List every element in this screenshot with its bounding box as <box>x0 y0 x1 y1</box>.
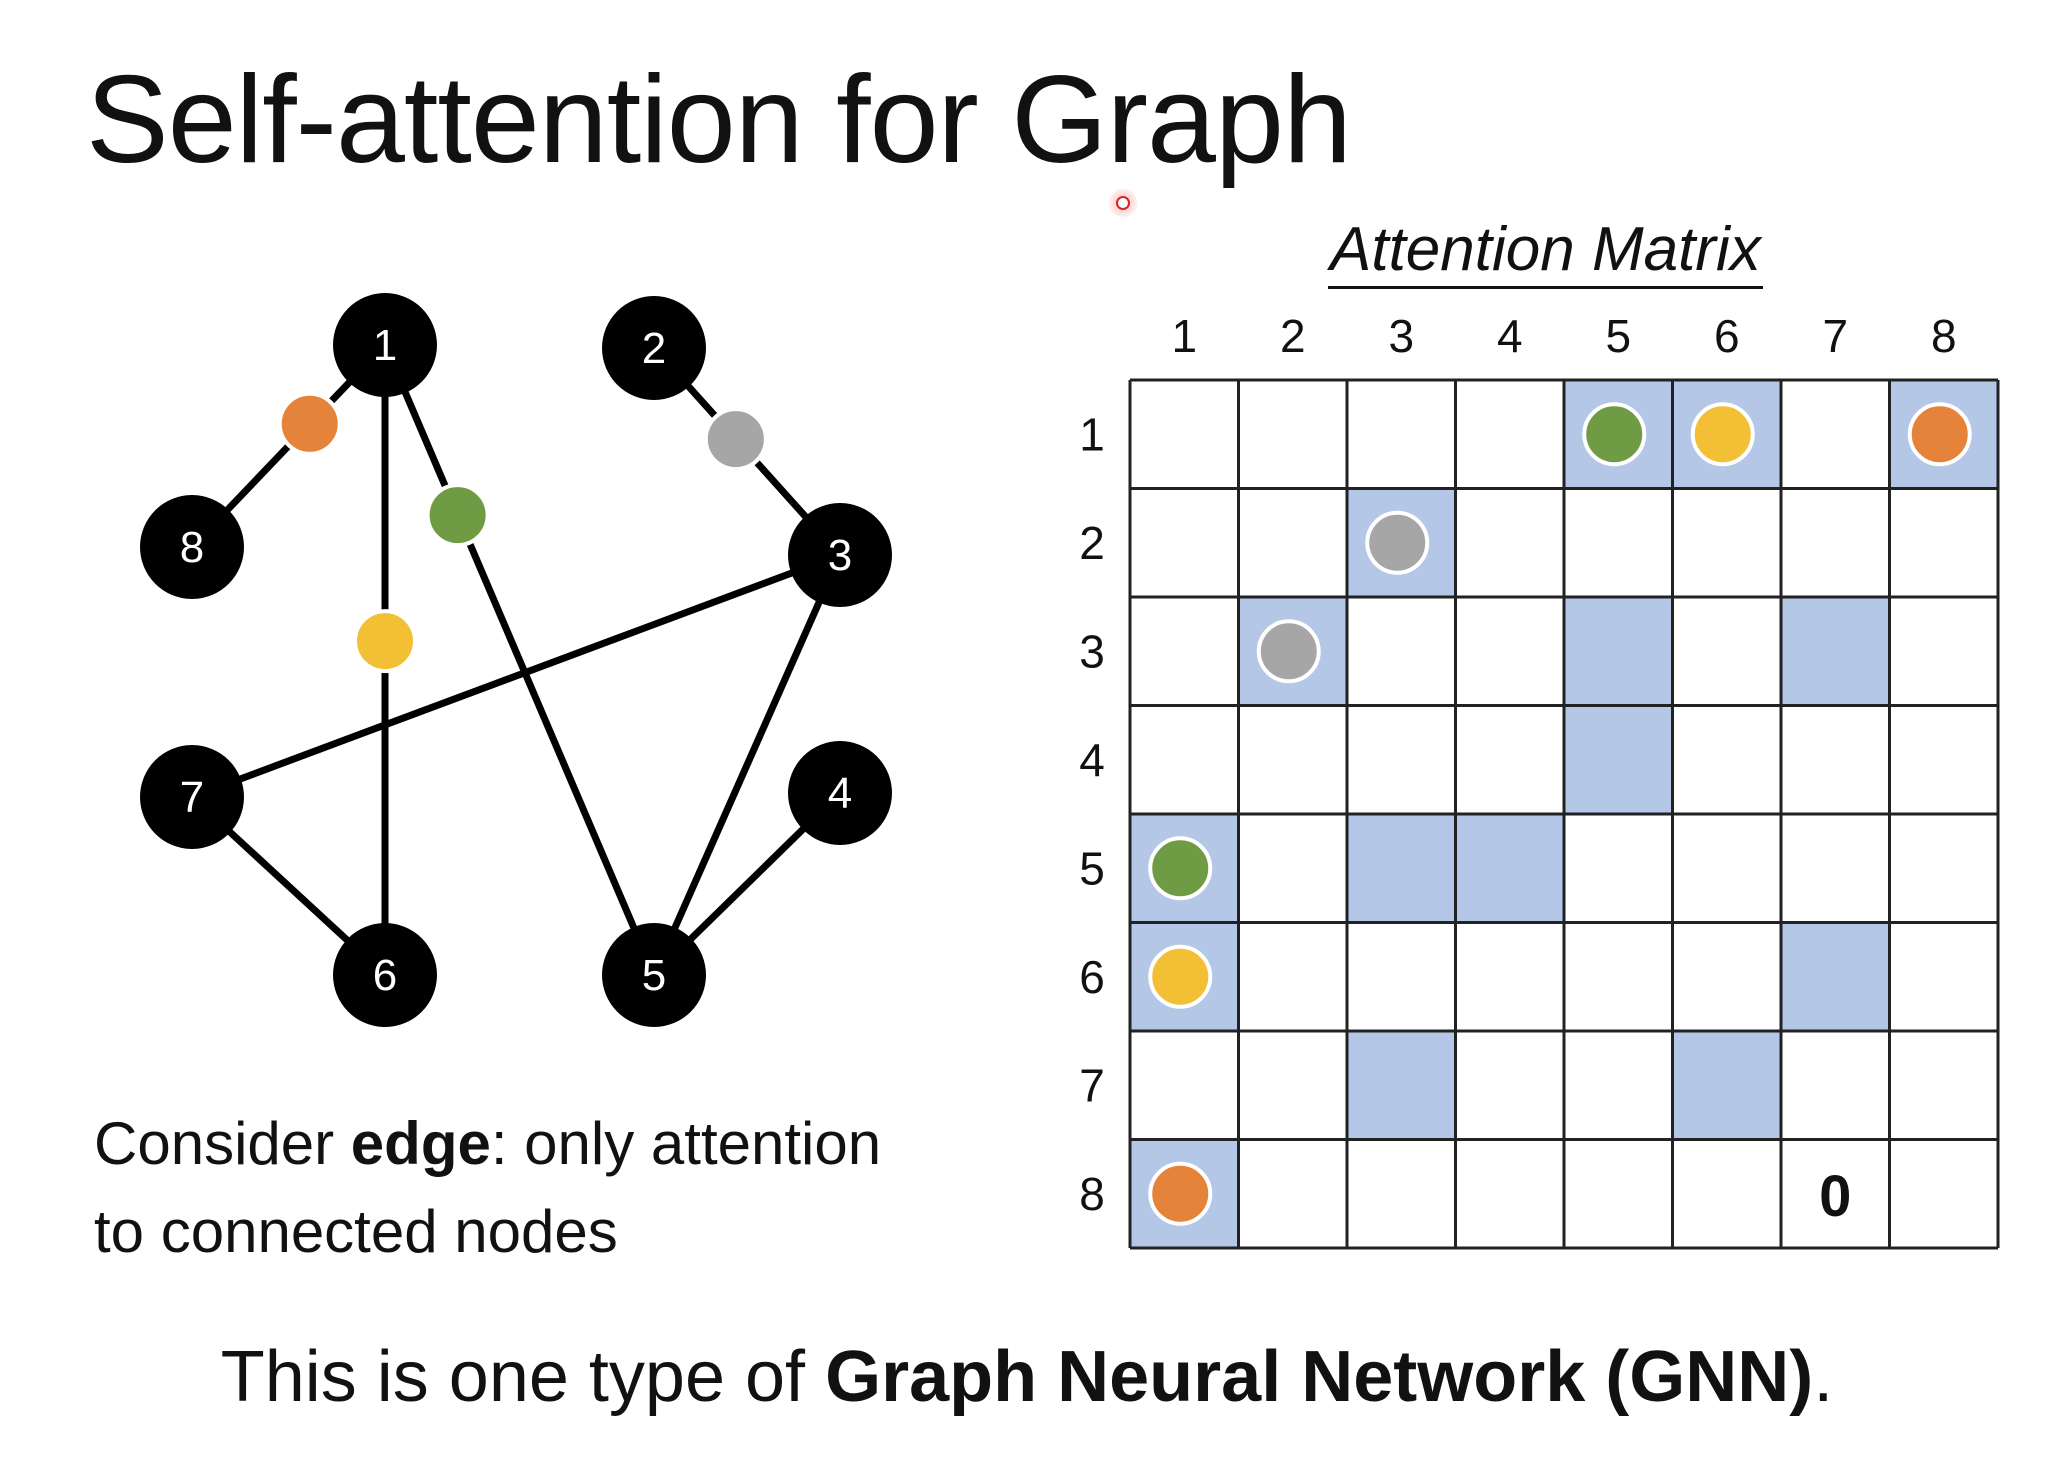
cell-marker-5-1 <box>1148 836 1213 901</box>
edge-marker-1-5 <box>425 483 490 548</box>
matrix-cells <box>1130 380 1998 1248</box>
edge-marker-1-6 <box>353 609 417 674</box>
matrix-grid <box>1128 378 2000 1250</box>
node-8 <box>140 495 244 599</box>
footer-text: This is one type of Graph Neural Network… <box>0 1336 2054 1418</box>
footer-pre: This is one type of <box>220 1337 826 1417</box>
cell-marker-6-1 <box>1148 944 1213 1009</box>
matrix-labels: 1 2 3 4 5 6 7 8 1 2 3 4 5 6 7 8 <box>1079 310 1956 1220</box>
cell-marker-1-8 <box>1907 402 1972 467</box>
col-label-7: 7 <box>1822 310 1848 362</box>
caption-bold: edge <box>350 1110 491 1177</box>
row-label-4: 4 <box>1079 734 1105 786</box>
node-label-4: 4 <box>828 769 852 818</box>
edge-marker-layer <box>277 391 768 674</box>
cell-highlight-5-4 <box>1455 814 1564 923</box>
footer-bold: Graph Neural Network (GNN) <box>825 1337 1814 1417</box>
node-layer: 1 2 3 4 5 6 7 8 <box>140 293 892 1027</box>
row-label-1: 1 <box>1079 408 1105 460</box>
row-label-7: 7 <box>1079 1059 1105 1111</box>
edge-3-5 <box>650 553 844 977</box>
row-label-6: 6 <box>1079 951 1105 1003</box>
cell-highlight-7-6 <box>1672 1031 1781 1140</box>
caption-text: Consider edge: only attention to connect… <box>94 1100 1044 1276</box>
node-label-3: 3 <box>828 531 852 580</box>
edge-marker-1-8 <box>277 391 342 456</box>
caption-pre: Consider <box>94 1110 351 1177</box>
node-2 <box>602 296 706 400</box>
row-label-5: 5 <box>1079 842 1105 894</box>
graph-diagram: 1 2 3 4 5 6 7 8 <box>140 293 892 1027</box>
edge-marker-2-3 <box>703 407 768 472</box>
col-label-4: 4 <box>1497 310 1523 362</box>
cell-highlight-5-3 <box>1347 814 1456 923</box>
footer-post: . <box>1813 1337 1834 1417</box>
cell-highlight-3-5 <box>1564 597 1673 706</box>
node-3 <box>788 503 892 607</box>
row-label-2: 2 <box>1079 517 1105 569</box>
zero-label: 0 <box>1819 1164 1851 1229</box>
cell-marker-1-6 <box>1690 402 1755 467</box>
node-label-1: 1 <box>373 321 397 370</box>
cell-highlight-6-7 <box>1781 922 1890 1031</box>
node-6 <box>333 923 437 1027</box>
node-label-6: 6 <box>373 951 397 1000</box>
row-label-3: 3 <box>1079 625 1105 677</box>
col-label-5: 5 <box>1605 310 1631 362</box>
cell-marker-3-2 <box>1256 619 1321 684</box>
matrix-title: Attention Matrix <box>1328 214 1763 289</box>
cell-marker-8-1 <box>1148 1161 1213 1226</box>
col-label-3: 3 <box>1388 310 1414 362</box>
cell-highlight-7-3 <box>1347 1031 1456 1140</box>
col-label-8: 8 <box>1931 310 1957 362</box>
col-label-2: 2 <box>1280 310 1306 362</box>
node-label-2: 2 <box>642 324 666 373</box>
node-label-8: 8 <box>180 523 204 572</box>
slide-title: Self-attention for Graph <box>86 51 1352 189</box>
col-label-1: 1 <box>1171 310 1197 362</box>
node-5 <box>602 923 706 1027</box>
caption-line2: to connected nodes <box>94 1198 618 1265</box>
matrix-markers: 0 <box>1148 402 1972 1229</box>
node-4 <box>788 741 892 845</box>
cell-marker-2-3 <box>1365 510 1430 575</box>
cell-marker-1-5 <box>1582 402 1647 467</box>
node-label-7: 7 <box>180 773 204 822</box>
row-label-8: 8 <box>1079 1168 1105 1220</box>
node-label-5: 5 <box>642 951 666 1000</box>
node-7 <box>140 745 244 849</box>
edge-1-5 <box>381 343 658 977</box>
caption-post: : only attention <box>490 1110 882 1177</box>
node-1 <box>333 293 437 397</box>
col-label-6: 6 <box>1714 310 1740 362</box>
edge-3-7 <box>190 551 842 801</box>
cell-highlight-4-5 <box>1564 705 1673 814</box>
attention-matrix: 1 2 3 4 5 6 7 8 1 2 3 4 5 6 7 8 0 <box>1079 310 2000 1250</box>
laser-pointer-icon <box>1108 188 1138 218</box>
cell-highlight-3-7 <box>1781 597 1890 706</box>
